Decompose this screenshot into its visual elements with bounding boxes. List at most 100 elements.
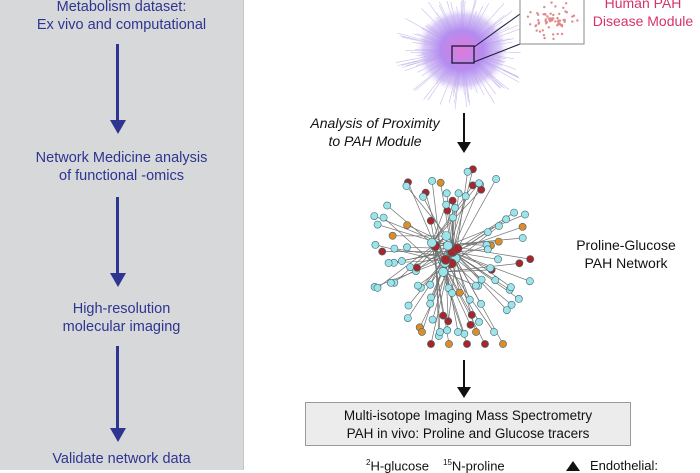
network-node (398, 257, 405, 264)
ms-line-2: PAH in vivo: Proline and Glucose tracers (306, 425, 630, 443)
network-node (464, 168, 471, 175)
module-node (554, 5, 556, 7)
network-node (449, 197, 456, 204)
network-node (462, 193, 469, 200)
network-node (472, 328, 479, 335)
network-node (495, 222, 502, 229)
network-node (427, 300, 434, 307)
network-node (444, 327, 451, 334)
module-node (558, 13, 560, 15)
module-node (548, 26, 550, 28)
network-node (466, 296, 473, 303)
module-node (576, 19, 578, 21)
network-node (449, 214, 456, 221)
module-node (571, 15, 573, 17)
module-node (561, 33, 563, 35)
network-node (494, 256, 501, 263)
module-node (551, 19, 553, 21)
network-node (420, 193, 427, 200)
step-validate: Validate network data (0, 450, 243, 468)
module-node (550, 1, 552, 3)
network-node (404, 315, 411, 322)
network-node (391, 245, 398, 252)
module-node (548, 17, 550, 19)
network-node (519, 234, 526, 241)
network-node (427, 281, 434, 288)
network-node (519, 223, 526, 230)
proline-tracer-label: 15N-proline (443, 458, 505, 473)
endothelial-label: Endothelial: (590, 458, 658, 473)
network-node (503, 216, 510, 223)
module-node (562, 7, 564, 9)
analysis-label: Analysis of Proximity to PAH Module (300, 114, 450, 150)
module-node (557, 33, 559, 35)
network-node (451, 204, 458, 211)
down-arrow-ms (457, 360, 471, 398)
network-node (484, 246, 491, 253)
module-node (571, 20, 573, 22)
down-arrow-3 (110, 346, 126, 442)
network-node (449, 289, 456, 296)
down-arrow-2 (110, 197, 126, 287)
network-node (436, 328, 443, 335)
network-node (455, 190, 462, 197)
network-node (481, 340, 488, 347)
network-node (454, 328, 461, 335)
network-node (507, 284, 514, 291)
network-node (443, 201, 450, 208)
network-node (427, 217, 434, 224)
network-node (453, 244, 462, 253)
module-node (544, 13, 546, 15)
module-node (537, 14, 539, 16)
network-node (387, 279, 394, 286)
network-node (456, 289, 463, 296)
network-node (445, 340, 452, 347)
network-node (379, 248, 386, 255)
module-node (529, 23, 531, 25)
network-node (380, 214, 387, 221)
network-node (427, 340, 434, 347)
pah-module-label: Human PAH Disease Module (584, 0, 700, 30)
network-node (503, 307, 510, 314)
network-node (442, 232, 451, 241)
module-node (537, 23, 539, 25)
network-node (384, 202, 391, 209)
module-node (537, 19, 539, 21)
module-node (543, 6, 545, 8)
network-node (475, 180, 482, 187)
network-node (478, 276, 485, 283)
module-node (550, 13, 552, 15)
network-node (429, 316, 436, 323)
network-node (515, 295, 522, 302)
network-node (468, 311, 475, 318)
network-node (487, 265, 494, 272)
module-node (542, 29, 544, 31)
ms-line-1: Multi-isotope Imaging Mass Spectrometry (306, 407, 630, 425)
module-node (534, 25, 536, 27)
network-node (495, 238, 502, 245)
network-node (372, 241, 379, 248)
network-node (511, 209, 518, 216)
network-node (443, 241, 452, 250)
network-node (403, 182, 410, 189)
network-node (429, 177, 436, 184)
network-node (385, 259, 392, 266)
module-node (566, 11, 568, 13)
network-node (516, 260, 523, 267)
network-node (374, 284, 381, 291)
module-node (557, 21, 559, 23)
module-node (545, 22, 547, 24)
network-node (499, 340, 506, 347)
network-node (477, 300, 484, 307)
network-node (405, 302, 412, 309)
module-node (556, 17, 558, 19)
network-node (467, 321, 474, 328)
proline-glucose-network (362, 152, 542, 362)
module-node (557, 23, 559, 25)
module-node (536, 29, 538, 31)
module-node (552, 33, 554, 35)
module-node (545, 18, 547, 20)
network-node (418, 328, 425, 335)
mass-spectrometry-box: Multi-isotope Imaging Mass Spectrometry … (305, 402, 631, 446)
module-node (527, 16, 529, 18)
